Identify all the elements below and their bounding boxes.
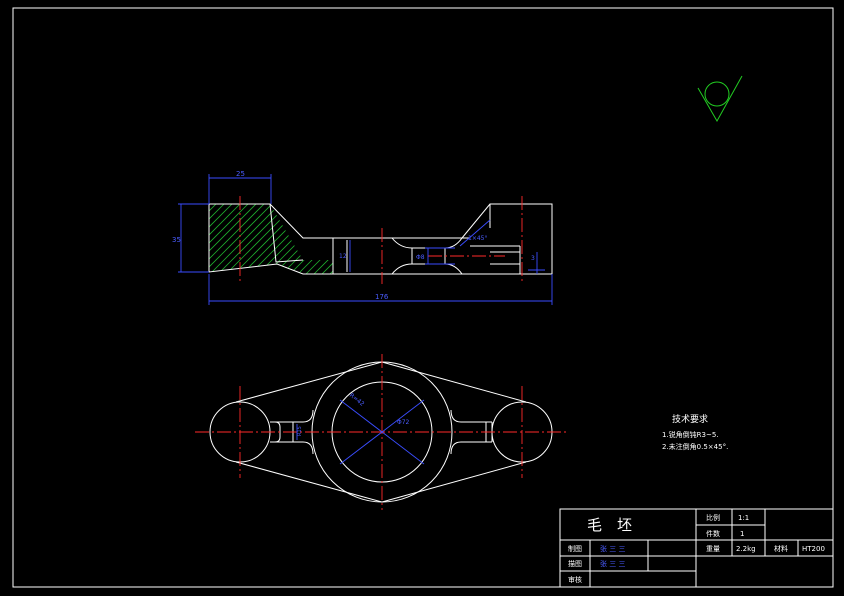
front-view [208,196,553,284]
dim-slot-height: 12 [339,253,347,260]
hatch-line [209,204,277,274]
check-label: 审核 [568,575,582,584]
surface-roughness-symbol [697,75,743,123]
hatch-line [209,204,245,274]
part-name: 毛 坯 [587,516,632,534]
hatch-line [307,204,333,274]
qty-label: 件数 [706,529,720,538]
drawn-label: 制图 [568,544,582,553]
hatch-line [348,200,428,280]
hatch-line [209,204,269,274]
hatch-line [209,204,253,274]
title-block: 毛 坯 比例 1:1 件数 1 重量 2.2kg 材料 HT200 制图 张 三… [559,508,834,588]
hatch-line [323,204,333,274]
dim-neck: R15 [297,426,303,436]
weight-label: 重量 [706,545,720,553]
tech-item-1: 1.锐角倒钝R3~5. [662,430,719,439]
dim-ring-inner: Φ72 [397,419,410,426]
scale-label: 比例 [706,513,720,522]
dim-chamfer: 1×45° [468,235,487,242]
dim-top-width: 25 [236,170,245,178]
hatch-line [331,204,333,274]
material-value: HT200 [802,545,825,553]
dim-height: 35 [172,236,181,244]
hatch-line [283,204,333,274]
front-dimensions: 25 35 176 12 Φ8 1×45° 3 [172,170,553,305]
hatch-line [291,204,333,274]
design-value: 张 三 三 [600,559,625,568]
design-label: 描图 [568,559,582,568]
dim-hole: Φ8 [416,254,425,261]
hatch-line [340,200,420,280]
material-label: 材料 [774,544,788,553]
dim-overall-length: 176 [375,293,389,301]
qty-value: 1 [740,530,744,538]
hatch-line [267,204,333,274]
hatch-line [209,204,261,274]
hatch-line [209,204,229,274]
drawing-border [12,7,834,588]
tech-item-2: 2.未注倒角0.5×45°. [662,442,728,451]
tech-requirements: 技术要求 1.锐角倒钝R3~5. 2.未注倒角0.5×45°. [662,413,728,451]
tech-title: 技术要求 [672,413,708,425]
dim-small: 3 [531,255,535,262]
drawn-value: 张 三 三 [600,544,625,553]
hatch-line [315,204,333,274]
scale-value: 1:1 [738,514,749,522]
weight-value: 2.2kg [736,545,756,553]
dim-ring-outer: R=42 [348,392,366,408]
top-view: R=42 Φ72 R15 [195,354,568,510]
hatch-line [356,200,436,280]
hatch-line [209,204,237,274]
hatch-line [299,204,333,274]
